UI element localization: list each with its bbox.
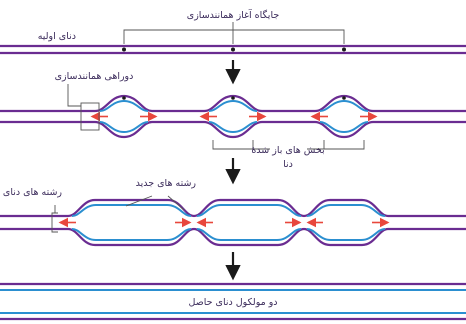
parent-strand-bottom <box>0 227 466 247</box>
origin-dot <box>342 47 346 52</box>
parent-dna-label: دنای اولیه <box>38 31 76 42</box>
parent-strand-top <box>0 198 466 218</box>
new-strand <box>99 121 149 134</box>
result-label: دو مولکول دنای حاصل <box>188 297 277 308</box>
bubble-bracket <box>323 140 365 150</box>
parent-dna-stage: جایگاه آغاز همانندسازی دنای اولیه <box>0 8 466 55</box>
bubble-bracket <box>212 140 254 150</box>
origin-bracket <box>123 29 345 44</box>
new-strand <box>306 228 386 241</box>
parent-strand-top <box>0 94 466 113</box>
replicated-parts-label-2: دنا <box>283 159 293 170</box>
fork-leader-line <box>67 84 81 107</box>
new-strand <box>71 204 192 217</box>
origin-dot <box>122 47 126 52</box>
replication-forks-label: دوراهی همانندسازی <box>55 71 134 82</box>
origin-dot <box>342 96 346 100</box>
new-strand <box>319 121 369 134</box>
origin-dot <box>231 47 235 52</box>
new-strand <box>71 228 192 241</box>
origin-dot <box>122 96 126 100</box>
new-strand <box>196 228 302 241</box>
new-strand <box>208 121 258 134</box>
expanded-bubble-stage: رشته های دنای اولیه رشته های جدید <box>0 178 466 247</box>
origin-sites-label: جایگاه آغاز همانندسازی <box>187 8 280 21</box>
fork-highlight-box <box>80 102 100 131</box>
parent-strands-label: رشته های دنای اولیه <box>0 187 62 198</box>
bubble-stage: دوراهی همانندسازی بخش های باز شدهٔ دنا <box>0 71 466 170</box>
new-strand <box>208 99 258 112</box>
new-strands-leader <box>125 195 153 207</box>
origin-dot <box>231 96 235 100</box>
new-strand <box>306 204 386 217</box>
new-strand <box>196 204 302 217</box>
replicated-parts-label: بخش های باز شدهٔ <box>251 145 324 156</box>
new-strand <box>99 99 149 112</box>
new-strands-leader <box>167 195 185 211</box>
parent-strand-bottom <box>0 120 466 139</box>
new-strand <box>319 99 369 112</box>
new-strands-label: رشته های جدید <box>136 178 197 189</box>
daughter-dna-stage: دو مولکول دنای حاصل <box>0 282 466 321</box>
